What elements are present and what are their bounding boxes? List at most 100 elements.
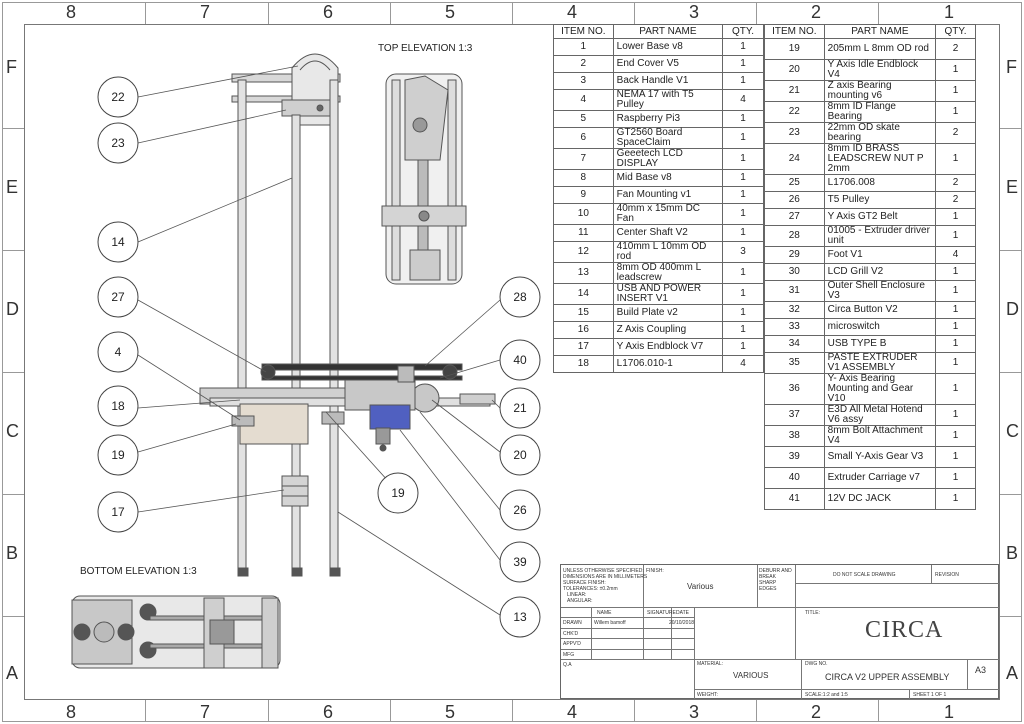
tb-col-date: DATE: [676, 610, 689, 616]
bom-part-name: Y Axis Idle Endblock V4: [823, 59, 937, 81]
zone-row-label: C: [6, 421, 19, 441]
tb-notes: LINEAR:: [567, 592, 587, 598]
tb-finish-label: FINISH:: [646, 568, 664, 574]
bom-item-number: 2: [553, 55, 614, 73]
zone-row-label: B: [1006, 543, 1019, 563]
bom-part-name: 12V DC JACK: [823, 488, 937, 510]
bom-quantity: 1: [722, 127, 764, 149]
bom-quantity: 1: [935, 59, 976, 81]
bom-quantity: 1: [722, 38, 764, 56]
bom-part-name: Y Axis GT2 Belt: [823, 208, 937, 226]
bom-part-name: Fan Mounting v1: [612, 186, 724, 204]
bom-item-number: 3: [553, 72, 614, 90]
bom-quantity: 1: [722, 110, 764, 128]
bom-quantity: 1: [935, 488, 976, 510]
bom-item-number: 23: [764, 122, 825, 144]
bom-header-qty: QTY.: [722, 24, 764, 39]
tb-appvd-label: APPV'D: [563, 641, 581, 647]
balloon: [97, 76, 139, 118]
bottom-elevation-view: [71, 595, 281, 669]
bom-item-number: 32: [764, 301, 825, 319]
bom-quantity: 2: [935, 191, 976, 209]
bom-item-number: 17: [553, 338, 614, 356]
bom-quantity: 1: [935, 225, 976, 247]
bom-quantity: 1: [935, 143, 976, 175]
balloon: [499, 434, 541, 476]
zone-row-label: C: [1006, 421, 1019, 441]
balloon: [97, 385, 139, 427]
bom-quantity: 1: [722, 304, 764, 322]
tb-mfg-label: MFG: [563, 652, 575, 658]
bom-part-name: 205mm L 8mm OD rod: [823, 38, 937, 60]
bom-quantity: 1: [935, 318, 976, 336]
bom-quantity: 1: [722, 55, 764, 73]
balloon: [377, 472, 419, 514]
bom-quantity: 1: [722, 321, 764, 339]
bom-quantity: 1: [935, 208, 976, 226]
zone-row-label: E: [6, 177, 19, 197]
bom-quantity: 2: [935, 174, 976, 192]
bom-part-name: 410mm L 10mm OD rod: [612, 241, 724, 263]
balloon-number: 22: [111, 90, 125, 104]
bom-part-name: 8mm OD 400mm L leadscrew: [612, 262, 724, 284]
tb-finish-value: Various: [687, 582, 714, 591]
balloon-number: 19: [111, 448, 125, 462]
balloon: [97, 122, 139, 164]
balloon: [499, 541, 541, 583]
balloon-number: 21: [513, 401, 527, 415]
bom-part-name: Foot V1: [823, 246, 937, 264]
tb-do-not-scale: DO NOT SCALE DRAWING: [833, 572, 896, 578]
bom-part-name: Y- Axis Bearing Mounting and Gear V10: [823, 373, 937, 405]
zone-column-label: 3: [689, 702, 700, 722]
balloon-number: 19: [391, 486, 405, 500]
balloon: [499, 276, 541, 318]
bom-part-name: Z Axis Coupling: [612, 321, 724, 339]
balloon: [97, 221, 139, 263]
balloon-number: 4: [115, 345, 122, 359]
bom-item-number: 5: [553, 110, 614, 128]
bom-part-name: End Cover V5: [612, 55, 724, 73]
bom-quantity: 3: [722, 241, 764, 263]
tb-drawn-date: 20/10/2018: [669, 620, 695, 626]
bom-part-name: Raspberry Pi3: [612, 110, 724, 128]
balloon-number: 40: [513, 353, 527, 367]
tb-col-name: NAME: [597, 610, 612, 616]
bom-part-name: USB AND POWER INSERT V1: [612, 283, 724, 305]
bom-item-number: 30: [764, 263, 825, 281]
bom-quantity: 2: [935, 122, 976, 144]
bom-quantity: 1: [722, 224, 764, 242]
bom-part-name: PASTE EXTRUDER V1 ASSEMBLY: [823, 352, 937, 374]
zone-column-label: 2: [811, 702, 822, 722]
tb-notes: TOLERANCES: ±0.2mm: [563, 586, 618, 592]
bom-part-name: 8mm Bolt Attachment V4: [823, 425, 937, 447]
zone-column-label: 6: [323, 702, 334, 722]
zone-column-label: 8: [66, 2, 77, 22]
bom-part-name: Y Axis Endblock V7: [612, 338, 724, 356]
bom-part-name: 8mm ID Flange Bearing: [823, 101, 937, 123]
bom-item-number: 15: [553, 304, 614, 322]
tb-drawn-label: DRAWN: [563, 620, 582, 626]
bom-part-name: Small Y-Axis Gear V3: [823, 446, 937, 468]
bom-quantity: 1: [935, 80, 976, 102]
tb-drawn-name: Willem bamoff: [594, 620, 626, 626]
balloon-number: 20: [513, 448, 527, 462]
